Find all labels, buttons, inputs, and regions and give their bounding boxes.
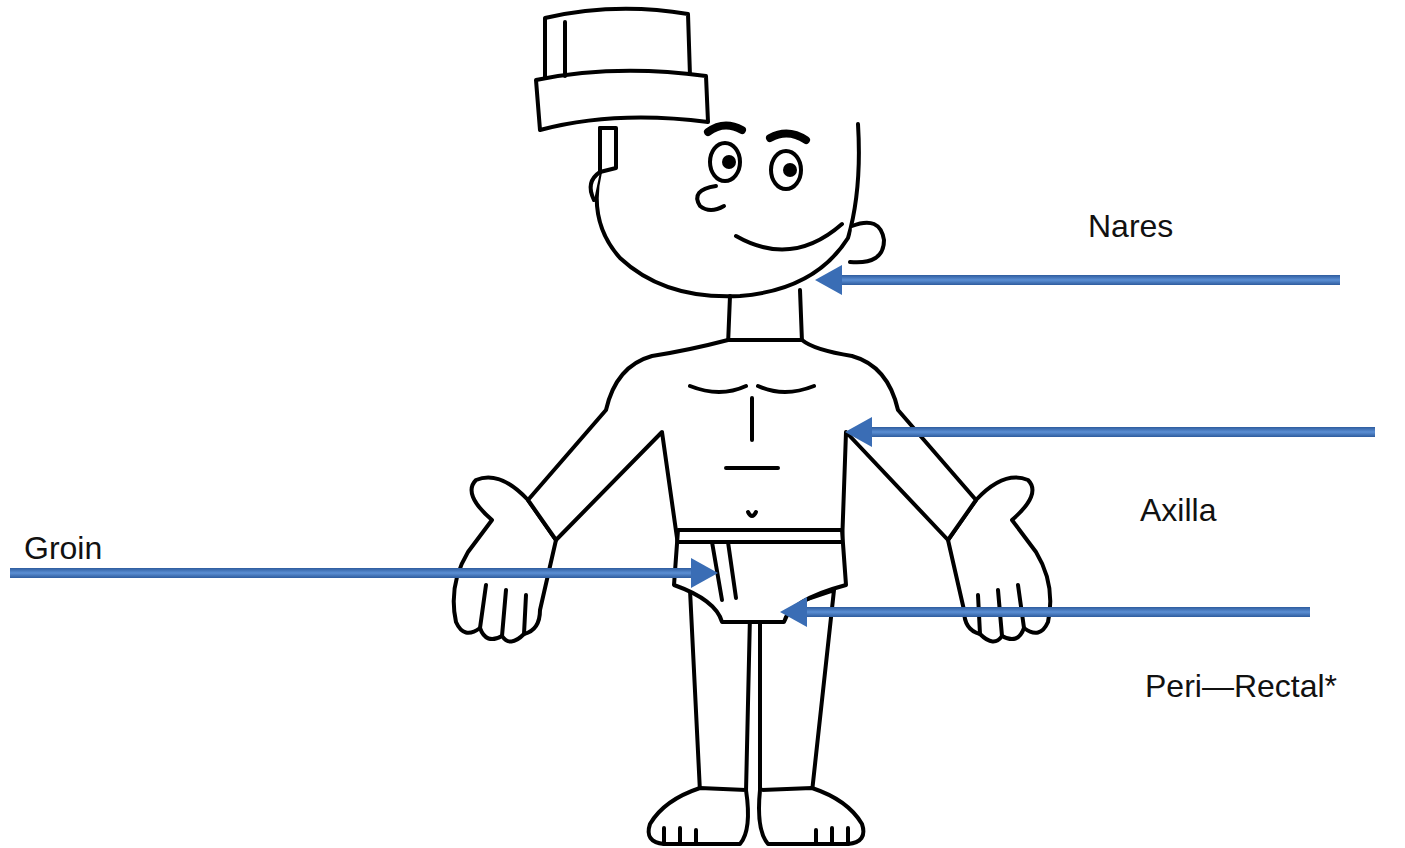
callout-label: Axilla — [1140, 494, 1216, 526]
ear — [850, 223, 884, 263]
leader-arrow — [836, 275, 1340, 285]
foot — [649, 788, 748, 844]
eye — [710, 143, 740, 181]
hat-brim — [536, 71, 708, 130]
chest-line — [690, 386, 814, 468]
torso — [528, 340, 976, 545]
nose — [697, 186, 724, 210]
toe-line — [664, 828, 696, 844]
eye — [771, 151, 801, 189]
hat-line — [563, 22, 567, 76]
callout-label: Peri—Rectal* — [1145, 670, 1337, 702]
pupil — [722, 155, 736, 169]
leader-arrow — [801, 607, 1310, 617]
pupil — [783, 163, 797, 177]
head-outline — [597, 124, 859, 296]
arrow-head — [845, 417, 872, 447]
navel — [748, 512, 756, 516]
callout-label: Nares — [1088, 210, 1173, 242]
underwear-fly — [712, 542, 736, 600]
hair — [600, 128, 616, 172]
leader-arrow — [866, 427, 1375, 437]
arrow-head — [815, 265, 842, 295]
waistband — [678, 540, 842, 544]
arrow-head — [780, 597, 807, 627]
leader-arrow — [10, 568, 698, 578]
toe-line — [816, 828, 848, 844]
smile — [736, 224, 842, 249]
finger-line — [480, 585, 526, 636]
arrow-head — [691, 558, 718, 588]
eyebrow — [770, 133, 806, 140]
neck — [728, 290, 802, 345]
callout-label: Groin — [24, 532, 102, 564]
ear-left — [591, 172, 600, 200]
foot — [759, 788, 863, 844]
eyebrow — [708, 125, 742, 132]
